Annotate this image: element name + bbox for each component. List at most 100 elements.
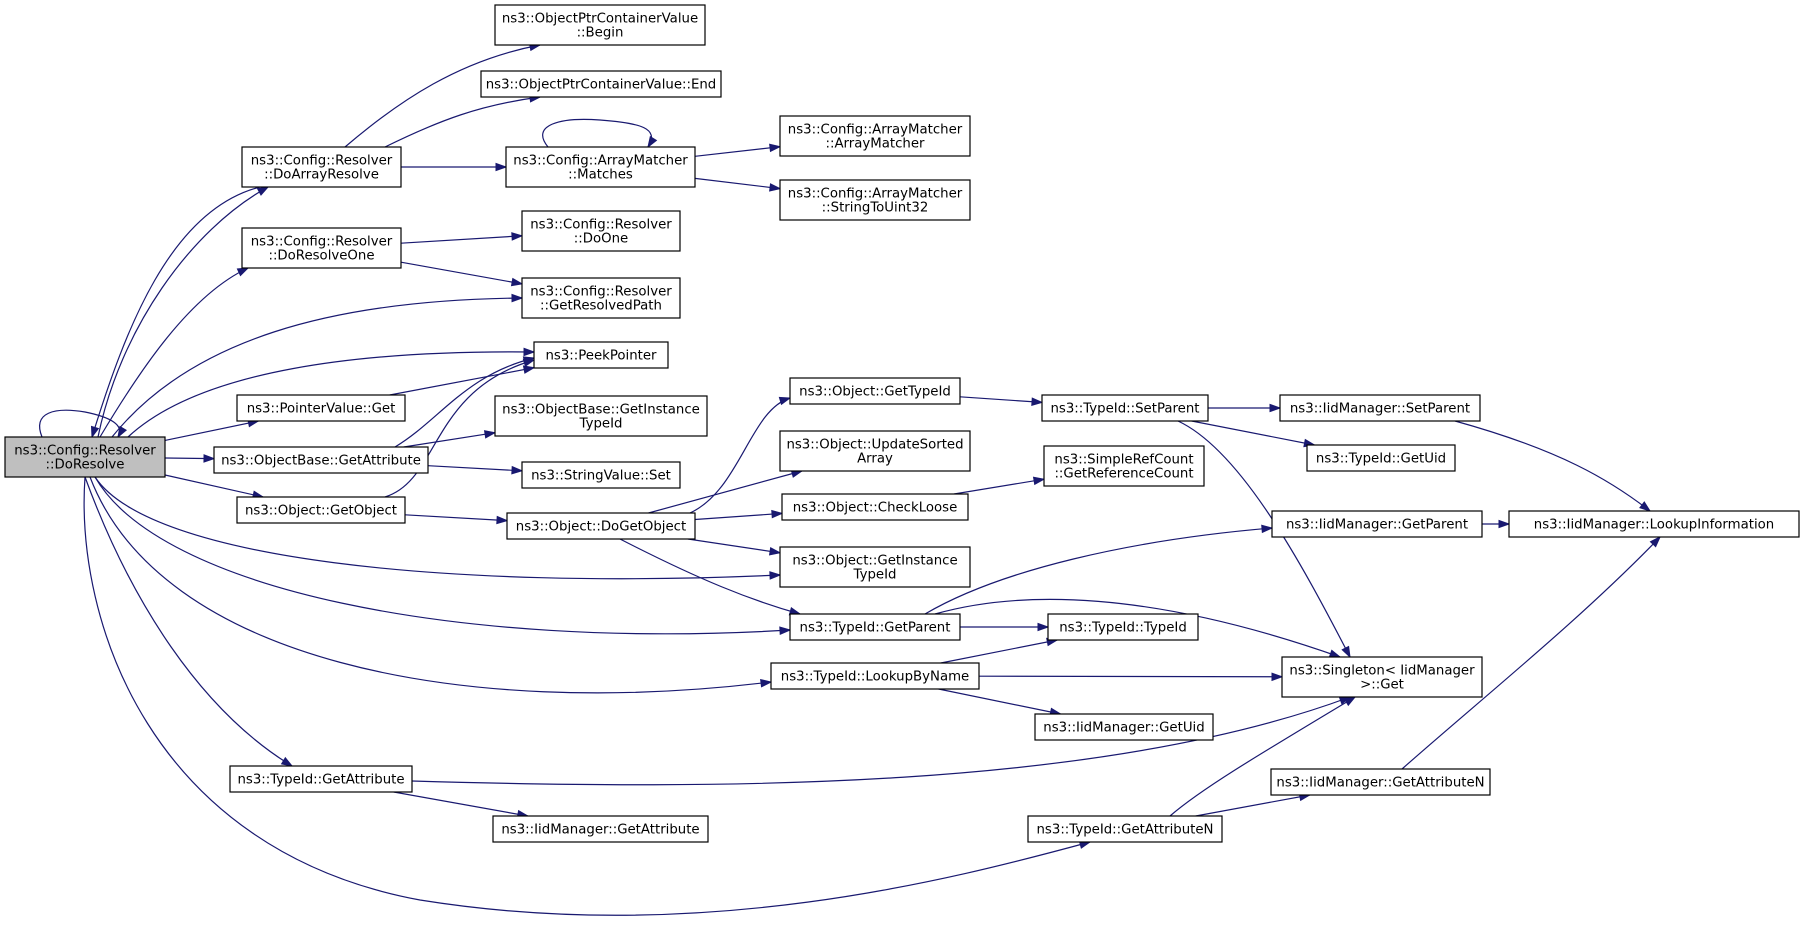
node-am-stringtouint32[interactable]: ns3::Config::ArrayMatcher::StringToUint3… <box>779 179 971 221</box>
node-label: ns3::TypeId::GetAttributeN <box>1037 823 1214 838</box>
node-label: ns3::TypeId::GetParent <box>800 621 951 636</box>
edge-line <box>940 639 1058 664</box>
edge-line <box>89 476 772 694</box>
node-singleton-get[interactable]: ns3::Singleton< IidManager>::Get <box>1281 656 1483 698</box>
edge-line <box>934 598 1341 658</box>
node-label: ns3::PointerValue::Get <box>247 402 396 417</box>
node-label: ns3::TypeId::GetAttribute <box>237 773 404 788</box>
node-doone[interactable]: ns3::Config::Resolver::DoOne <box>521 210 681 252</box>
node-object-gettypeid[interactable]: ns3::Object::GetTypeId <box>789 377 961 405</box>
node-box <box>236 496 406 524</box>
edge-line <box>83 476 1091 916</box>
node-label: ns3::IidManager::GetAttribute <box>501 823 699 838</box>
node-label: ns3::Object::GetTypeId <box>799 385 951 400</box>
edge-doresolve-to-typeid_getparent <box>94 476 792 635</box>
node-label: ns3::SimpleRefCount <box>1054 453 1193 468</box>
node-typeid-setparent[interactable]: ns3::TypeId::SetParent <box>1041 394 1209 422</box>
node-label: ::DoOne <box>574 232 628 247</box>
node-label: ns3::Config::ArrayMatcher <box>513 154 688 169</box>
edge-typeid_setparent-to-iid_setparent <box>1208 403 1282 413</box>
edge-arrowhead <box>779 626 792 635</box>
edge-object_getobject-to-peekpointer <box>384 358 536 498</box>
node-typeid-getattribute[interactable]: ns3::TypeId::GetAttribute <box>229 765 413 793</box>
edge-line <box>127 351 535 438</box>
node-stringvalue-set[interactable]: ns3::StringValue::Set <box>521 461 681 489</box>
node-iid-getparent[interactable]: ns3::IidManager::GetParent <box>1271 510 1483 538</box>
node-label: ns3::IidManager::GetParent <box>1286 518 1468 533</box>
edge-arrowhead <box>236 267 250 277</box>
edge-doresolve-to-object_getinstancetypeid <box>94 476 782 580</box>
edge-iid_getparent-to-iid_lookupinformation <box>1482 519 1511 529</box>
edge-arrowhead <box>256 186 270 196</box>
node-typeid-lookupbyname[interactable]: ns3::TypeId::LookupByName <box>770 662 980 690</box>
node-label: ns3::IidManager::SetParent <box>1290 402 1470 417</box>
node-simplerefcount[interactable]: ns3::SimpleRefCount::GetReferenceCount <box>1043 445 1205 487</box>
node-box <box>1306 444 1456 472</box>
node-typeid-getattributen[interactable]: ns3::TypeId::GetAttributeN <box>1027 815 1223 843</box>
node-iid-setparent[interactable]: ns3::IidManager::SetParent <box>1279 394 1481 422</box>
node-label: ns3::StringValue::Set <box>531 469 671 484</box>
node-iid-getuid[interactable]: ns3::IidManager::GetUid <box>1034 713 1214 741</box>
node-object-dogetobject[interactable]: ns3::Object::DoGetObject <box>506 512 696 540</box>
node-label: ns3::ObjectPtrContainerValue::End <box>486 78 717 93</box>
edge-arrowhead <box>117 425 128 439</box>
edge-arrowhead <box>1498 519 1511 529</box>
node-box <box>779 179 971 221</box>
edge-line <box>619 538 801 615</box>
node-optr-end[interactable]: ns3::ObjectPtrContainerValue::End <box>480 70 722 98</box>
node-box <box>779 430 971 472</box>
node-pointervalue-get[interactable]: ns3::PointerValue::Get <box>236 394 406 422</box>
edge-doresolve-to-doarrayresolve <box>97 186 270 438</box>
edge-arrowhead <box>769 183 782 192</box>
node-doresolveone[interactable]: ns3::Config::Resolver::DoResolveOne <box>241 227 402 269</box>
node-doresolve[interactable]: ns3::Config::Resolver::DoResolve <box>4 436 166 478</box>
node-object-checkloose[interactable]: ns3::Object::CheckLoose <box>781 493 969 521</box>
edge-arrowhead <box>90 425 100 439</box>
node-iid-getattributen[interactable]: ns3::IidManager::GetAttributeN <box>1270 768 1491 796</box>
node-box <box>236 394 406 422</box>
node-iid-getattribute[interactable]: ns3::IidManager::GetAttribute <box>492 815 709 843</box>
edge-doresolveone-to-getresolvedpath <box>400 261 524 287</box>
node-box <box>1027 815 1223 843</box>
node-typeid-getparent[interactable]: ns3::TypeId::GetParent <box>789 613 961 641</box>
node-box <box>789 613 961 641</box>
node-label: ns3::IidManager::LookupInformation <box>1534 518 1774 533</box>
edge-line <box>648 470 803 514</box>
node-label: ::Begin <box>577 26 624 41</box>
node-am-arraymatcher[interactable]: ns3::Config::ArrayMatcher::ArrayMatcher <box>779 115 971 157</box>
node-box <box>229 765 413 793</box>
edge-am_matches-to-am_arraymatcher <box>694 143 782 157</box>
node-typeid-typeid[interactable]: ns3::TypeId::TypeId <box>1047 613 1199 641</box>
edge-arrowhead <box>510 277 524 287</box>
edge-arrowhead <box>647 135 658 149</box>
edge-arrowhead <box>511 232 524 241</box>
node-am-matches[interactable]: ns3::Config::ArrayMatcher::Matches <box>505 146 696 188</box>
edge-arrowhead <box>523 347 536 357</box>
node-label: ns3::ObjectBase::GetInstance <box>502 403 700 418</box>
node-iid-lookupinformation[interactable]: ns3::IidManager::LookupInformation <box>1508 510 1800 538</box>
node-doarrayresolve[interactable]: ns3::Config::Resolver::DoArrayResolve <box>241 146 402 188</box>
node-label: TypeId <box>853 568 897 583</box>
edge-line <box>400 235 523 244</box>
node-optr-begin[interactable]: ns3::ObjectPtrContainerValue::Begin <box>494 4 706 46</box>
edge-doresolve-to-objectbase_getattribute <box>164 454 216 463</box>
node-peekpointer[interactable]: ns3::PeekPointer <box>533 341 669 369</box>
edge-line <box>384 359 535 498</box>
edge-line <box>111 297 523 438</box>
nodes-layer: ns3::Config::Resolver::DoResolve ns3::Con… <box>4 4 1800 843</box>
node-box <box>4 436 166 478</box>
node-box <box>1281 656 1483 698</box>
edge-arrowhead <box>483 430 497 439</box>
node-box <box>1279 394 1481 422</box>
edge-doarrayresolve-to-am_matches <box>401 162 508 172</box>
node-getresolvedpath[interactable]: ns3::Config::Resolver::GetResolvedPath <box>521 277 681 319</box>
node-label: ns3::Config::ArrayMatcher <box>788 187 963 202</box>
edge-doresolve-to-getresolvedpath <box>111 293 524 438</box>
edge-arrowhead <box>203 454 216 463</box>
node-object-getobject[interactable]: ns3::Object::GetObject <box>236 496 406 524</box>
node-typeid-getuid[interactable]: ns3::TypeId::GetUid <box>1306 444 1456 472</box>
node-objectbase-getattribute[interactable]: ns3::ObjectBase::GetAttribute <box>213 446 429 474</box>
